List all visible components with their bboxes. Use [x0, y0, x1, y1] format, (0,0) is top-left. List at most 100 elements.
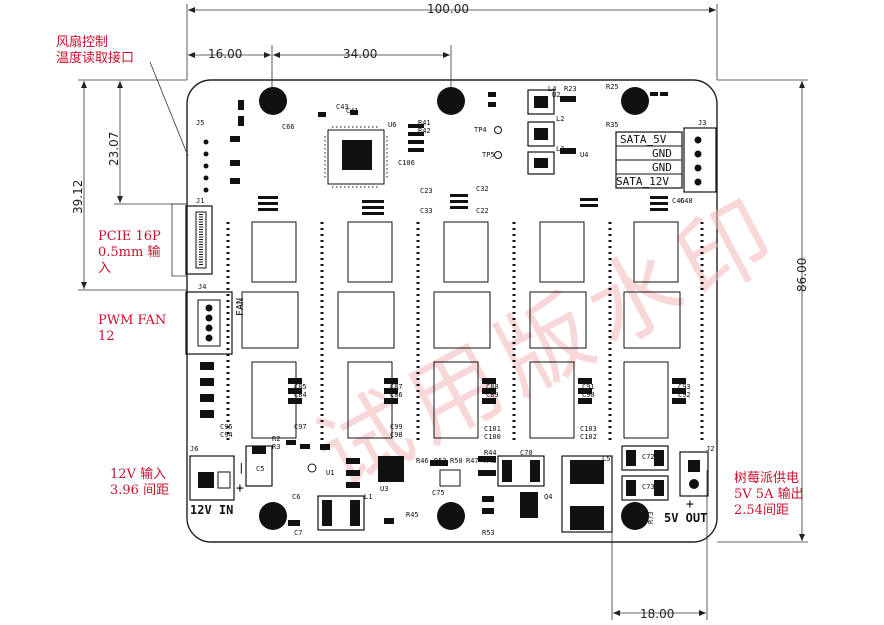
sata-connector [615, 127, 717, 193]
c106-label: C106 [398, 159, 415, 167]
fan-sense-header [203, 139, 209, 193]
u3-label: U3 [380, 485, 389, 493]
c41-label: C41 [346, 107, 359, 115]
pin-rows [226, 222, 704, 440]
c92-label: C92 [678, 391, 691, 399]
c75-label: C75 [432, 489, 445, 497]
c86-label: C86 [390, 391, 403, 399]
r41-label: R41 [418, 119, 431, 127]
power-in-label-2: 3.96 间距 [110, 483, 170, 498]
c99-label: C99 [390, 423, 403, 431]
c23-label: C23 [420, 187, 433, 195]
u4-label: U4 [580, 151, 589, 159]
pi-out-label-3: 2.54间距 [734, 503, 789, 518]
fan-sense-label-1: 风扇控制 [56, 35, 109, 50]
c98-label: C98 [390, 431, 403, 439]
plus-symbol-in: + [236, 481, 244, 496]
tp4-label: TP4 [474, 126, 487, 134]
r50-label: R50 [450, 457, 463, 465]
c84-label: C84 [294, 391, 307, 399]
r23-label: R23 [564, 85, 577, 93]
c7-label: C7 [294, 529, 303, 537]
minus-symbol: | [238, 461, 245, 474]
c70-label: C70 [520, 449, 533, 457]
j6-label: J6 [190, 445, 199, 453]
c97-label: C97 [294, 423, 307, 431]
plus-symbol-out: + [686, 497, 694, 512]
q4-label: Q4 [544, 493, 553, 501]
c72-label: C72 [642, 453, 655, 461]
c91-label: C91 [582, 383, 595, 391]
r47-label: R47 [466, 457, 479, 465]
c5-label: C5 [256, 465, 265, 473]
u6-label: U6 [388, 121, 397, 129]
c33-label: C33 [420, 207, 433, 215]
l4-label: L4 [548, 85, 557, 93]
c6-label: C6 [292, 493, 301, 501]
gnd-label-1: GND [652, 147, 672, 160]
dimension-lines [78, 4, 808, 620]
c73-label: C73 [642, 483, 655, 491]
r45-label: R45 [406, 511, 419, 519]
c46-label: C46 [672, 197, 685, 205]
fan-sense-label-2: 温度读取接口 [56, 51, 135, 66]
c93-label: C93 [678, 383, 691, 391]
c90-label: C90 [582, 391, 595, 399]
gnd-label-2: GND [652, 161, 672, 174]
c89-label: C89 [486, 391, 499, 399]
pwm-label-1: PWM FAN [98, 313, 167, 328]
dim-pcie-offset: 23.07 [107, 131, 121, 166]
c100-label: C100 [484, 433, 501, 441]
u2-label: U2 [552, 91, 561, 99]
pcie-label-3: 入 [98, 261, 112, 276]
r73-label: R73 [647, 511, 655, 524]
dim-hole-spacing: 34.00 [343, 47, 378, 61]
dim-board-width: 100.00 [427, 2, 469, 16]
pcie-fpc-connector [185, 205, 213, 275]
pcie-label-2: 0.5mm 输 [98, 245, 161, 260]
dim-fan-hole: 16.00 [208, 47, 243, 61]
r25-label: R25 [606, 83, 619, 91]
power-components [245, 445, 669, 533]
c95-label: C95 [220, 423, 233, 431]
j3-label: J3 [698, 119, 707, 127]
r44-label: R44 [484, 449, 497, 457]
j5-label: J5 [196, 119, 205, 127]
pi-out-label-2: 5V 5A 输出 [734, 487, 804, 502]
c32-label: C32 [476, 185, 489, 193]
power-in-label-1: 12V 输入 [110, 467, 167, 482]
sata-12v-label: SATA_12V [616, 175, 669, 188]
c22-label: C22 [476, 207, 489, 215]
r35-label: R35 [606, 121, 619, 129]
r52-label: R52 [434, 457, 447, 465]
u1-label: U1 [326, 469, 335, 477]
c43-label: C43 [336, 103, 349, 111]
pi-out-label-1: 树莓派供电 [734, 471, 800, 486]
c103-label: C103 [580, 425, 597, 433]
12v-in-label: 12V IN [190, 503, 234, 517]
c94-label: C94 [220, 431, 233, 439]
r42-label: R42 [418, 127, 431, 135]
c87-label: C87 [390, 383, 403, 391]
r46-label: R46 [416, 457, 429, 465]
c88-label: C88 [486, 383, 499, 391]
dim-board-height: 86.00 [795, 257, 809, 292]
c102-label: C102 [580, 433, 597, 441]
l5-label: L5 [602, 455, 611, 463]
tp5-label: TP5 [482, 151, 495, 159]
power-in-connector [189, 455, 235, 501]
l3-label: L3 [556, 145, 565, 153]
l1-label: L1 [364, 493, 373, 501]
mounting-holes [259, 87, 649, 530]
module-pads [241, 221, 681, 439]
inductors-top [494, 89, 555, 175]
r43-label: R43 [484, 457, 497, 465]
pi-out-connector [679, 451, 709, 497]
board-outline [186, 79, 718, 543]
j2-label: J2 [706, 445, 715, 453]
small-components [200, 92, 686, 526]
pwm-fan-connector [185, 291, 233, 355]
ic-u6 [324, 126, 388, 188]
